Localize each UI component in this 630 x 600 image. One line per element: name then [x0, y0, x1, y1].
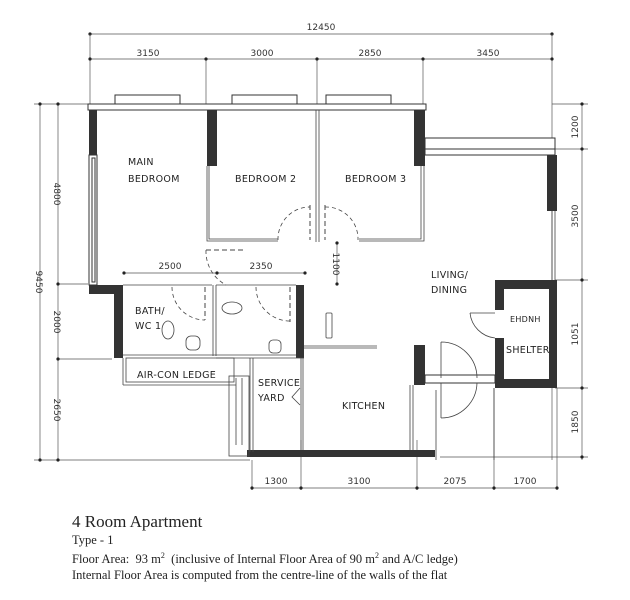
fixtures: [161, 301, 333, 354]
household-shelter: [495, 280, 557, 388]
dim-top-3: 2850: [359, 49, 382, 59]
basin-wc2: [268, 339, 282, 354]
toilet-wc1: [161, 320, 175, 340]
dim-left-3: 2650: [51, 399, 61, 422]
floor-area-note-pre: (inclusive of Internal Floor Area of 90 …: [171, 552, 375, 567]
dim-corridor: 1100: [330, 253, 340, 276]
plan-caption: 4 Room Apartment Type - 1 Floor Area: 93…: [72, 512, 458, 583]
floor-area-value: 93 m: [135, 552, 161, 567]
label-shelter-2: SHELTER: [506, 345, 550, 356]
dim-bottom-2: 3100: [348, 477, 371, 487]
dim-left-total: 9450: [33, 271, 43, 294]
window-ledges: [87, 94, 427, 111]
dim-left-1: 4800: [51, 183, 61, 206]
room-labels: MAIN BEDROOM BEDROOM 2 BEDROOM 3 LIVING/…: [128, 157, 550, 412]
label-bath-1: BATH/: [135, 306, 165, 317]
internal-dimensions: 2500 2350 1100: [122, 241, 340, 286]
dim-top-1: 3150: [137, 49, 160, 59]
plan-type: Type - 1: [72, 533, 114, 547]
label-service-2: YARD: [257, 393, 285, 404]
floor-area-note-sup: 2: [374, 551, 379, 560]
counter-fixture: [325, 312, 333, 339]
dim-bath-2: 2350: [250, 262, 273, 272]
label-main-bedroom-2: BEDROOM: [128, 174, 180, 185]
partitions: [122, 110, 496, 460]
basin-wc1: [185, 335, 201, 351]
floor-area-label: Floor Area:: [72, 552, 130, 567]
label-bath-2: WC 1: [135, 321, 161, 332]
toilet-wc2: [221, 301, 243, 315]
left-dimensions: 9450 4800 2000 2650: [33, 102, 250, 462]
top-dimensions: 12450 3150 3000 2850 3450: [88, 23, 554, 460]
label-living-2: DINING: [431, 285, 467, 296]
dim-top-total: 12450: [307, 23, 336, 33]
bottom-dimensions: 1300 3100 2075 1700: [250, 388, 559, 490]
label-shelter-1: EHDNH: [510, 315, 541, 324]
dim-right-4: 1850: [571, 410, 581, 433]
dim-bottom-1: 1300: [265, 477, 288, 487]
label-living-1: LIVING/: [431, 270, 469, 281]
internal-area-note: Internal Floor Area is computed from the…: [72, 568, 448, 583]
walls: [88, 110, 557, 457]
floor-plan: 12450 3150 3000 2850 3450 9450 4800 2000…: [33, 23, 588, 490]
label-main-bedroom-1: MAIN: [128, 157, 154, 168]
dim-bottom-4: 1700: [514, 477, 537, 487]
dim-right-3: 1051: [571, 323, 581, 346]
door-swings: [171, 205, 496, 419]
right-dimensions: 1200 3500 1051 1850: [440, 102, 588, 460]
dim-right-2: 3500: [571, 204, 581, 227]
label-service-1: SERVICE: [258, 378, 300, 389]
dim-top-4: 3450: [477, 49, 500, 59]
label-bedroom-2: BEDROOM 2: [235, 174, 296, 185]
label-bedroom-3: BEDROOM 3: [345, 174, 406, 185]
plan-title: 4 Room Apartment: [72, 512, 203, 531]
dim-bottom-3: 2075: [444, 477, 467, 487]
floor-area-sup: 2: [160, 551, 165, 560]
floor-area-line: Floor Area: 93 m2 (inclusive of Internal…: [72, 548, 458, 567]
dim-bath-1: 2500: [159, 262, 182, 272]
floor-area-note-post: and A/C ledge): [378, 552, 458, 567]
dim-top-2: 3000: [251, 49, 274, 59]
label-kitchen: KITCHEN: [342, 401, 385, 412]
dim-right-1: 1200: [571, 115, 581, 138]
label-aircon-ledge: AIR-CON LEDGE: [137, 370, 216, 381]
dim-left-2: 2000: [51, 311, 61, 334]
